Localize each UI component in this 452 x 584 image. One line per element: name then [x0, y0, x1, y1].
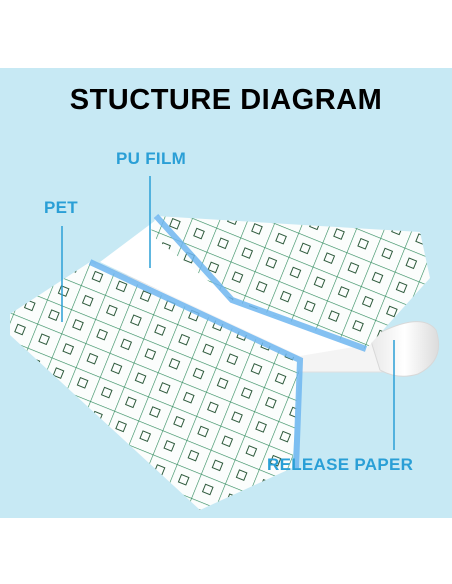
pu-film-label: PU FILM: [116, 149, 187, 168]
release-paper-curl: [369, 321, 440, 377]
pet-label: PET: [44, 198, 78, 217]
release-paper-label: RELEASE PAPER: [267, 455, 414, 474]
pet-back-edge: [153, 213, 368, 352]
diagram-title: STUCTURE DIAGRAM: [69, 84, 383, 116]
pet-front-edge: [88, 259, 304, 469]
